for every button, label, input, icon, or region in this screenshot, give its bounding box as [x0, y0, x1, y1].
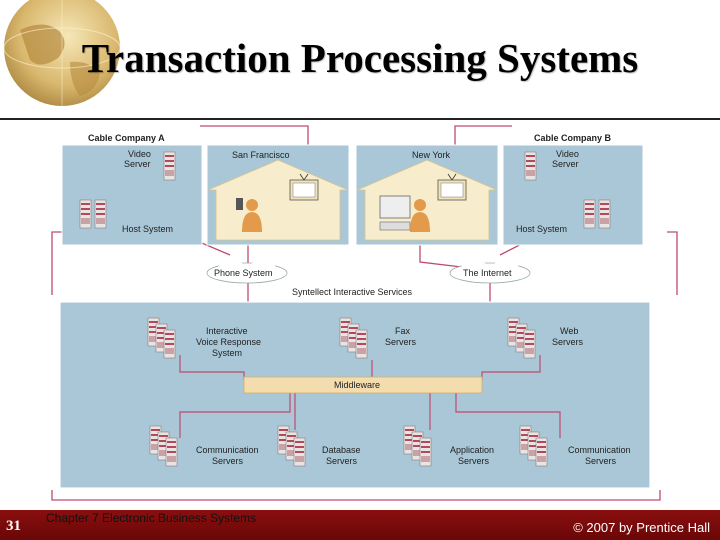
title-divider [0, 118, 720, 120]
application-line2: Servers [458, 456, 490, 466]
web-line2: Servers [552, 337, 584, 347]
internet-cloud [449, 261, 531, 284]
host-system-b-icon [583, 199, 596, 229]
host-system-b-label: Host System [516, 224, 567, 234]
keyboard-icon [379, 221, 411, 231]
host-system-a-icon [79, 199, 92, 229]
web-line1: Web [560, 326, 578, 336]
video-server-a-icon [163, 151, 176, 181]
comm-left-line1: Communication [196, 445, 259, 455]
database-line2: Servers [326, 456, 358, 466]
database-line1: Database [322, 445, 361, 455]
host-system-b-icon-2 [598, 199, 611, 229]
company-a-label: Cable Company A [88, 133, 165, 143]
host-system-a-icon-2 [94, 199, 107, 229]
middleware-label: Middleware [334, 380, 380, 390]
services-title: Syntellect Interactive Services [292, 287, 413, 297]
video-server-a-line1: Video [128, 149, 151, 159]
ivr-line3: System [212, 348, 242, 358]
city-right-label: New York [412, 150, 451, 160]
video-server-a-line2: Server [124, 159, 151, 169]
comm-right-line2: Servers [585, 456, 617, 466]
phone-system-cloud [206, 261, 288, 284]
application-line1: Application [450, 445, 494, 455]
city-left-label: San Francisco [232, 150, 290, 160]
tps-diagram: Cable Company A Video Server Host System… [51, 125, 678, 501]
ivr-line2: Voice Response [196, 337, 261, 347]
middleware-bar [243, 376, 483, 394]
computer-monitor-icon [379, 195, 411, 219]
fax-line2: Servers [385, 337, 417, 347]
video-server-b-line1: Video [556, 149, 579, 159]
host-system-a-label: Host System [122, 224, 173, 234]
video-server-b-icon [524, 151, 537, 181]
chapter-label: Chapter 7 Electronic Business Systems [46, 511, 257, 525]
footer-bar: 31 Chapter 7 Electronic Business Systems… [0, 510, 720, 540]
fax-line1: Fax [395, 326, 411, 336]
phone-system-label: Phone System [214, 268, 273, 278]
ivr-line1: Interactive [206, 326, 248, 336]
slide-title: Transaction Processing Systems [81, 35, 639, 81]
slide-number: 31 [6, 518, 21, 534]
globe-logo [0, 0, 120, 118]
company-b-label: Cable Company B [534, 133, 612, 143]
comm-left-line2: Servers [212, 456, 244, 466]
internet-label: The Internet [463, 268, 512, 278]
copyright-label: © 2007 by Prentice Hall [573, 520, 710, 535]
phone-icon [236, 198, 243, 210]
comm-right-line1: Communication [568, 445, 631, 455]
video-server-b-line2: Server [552, 159, 579, 169]
